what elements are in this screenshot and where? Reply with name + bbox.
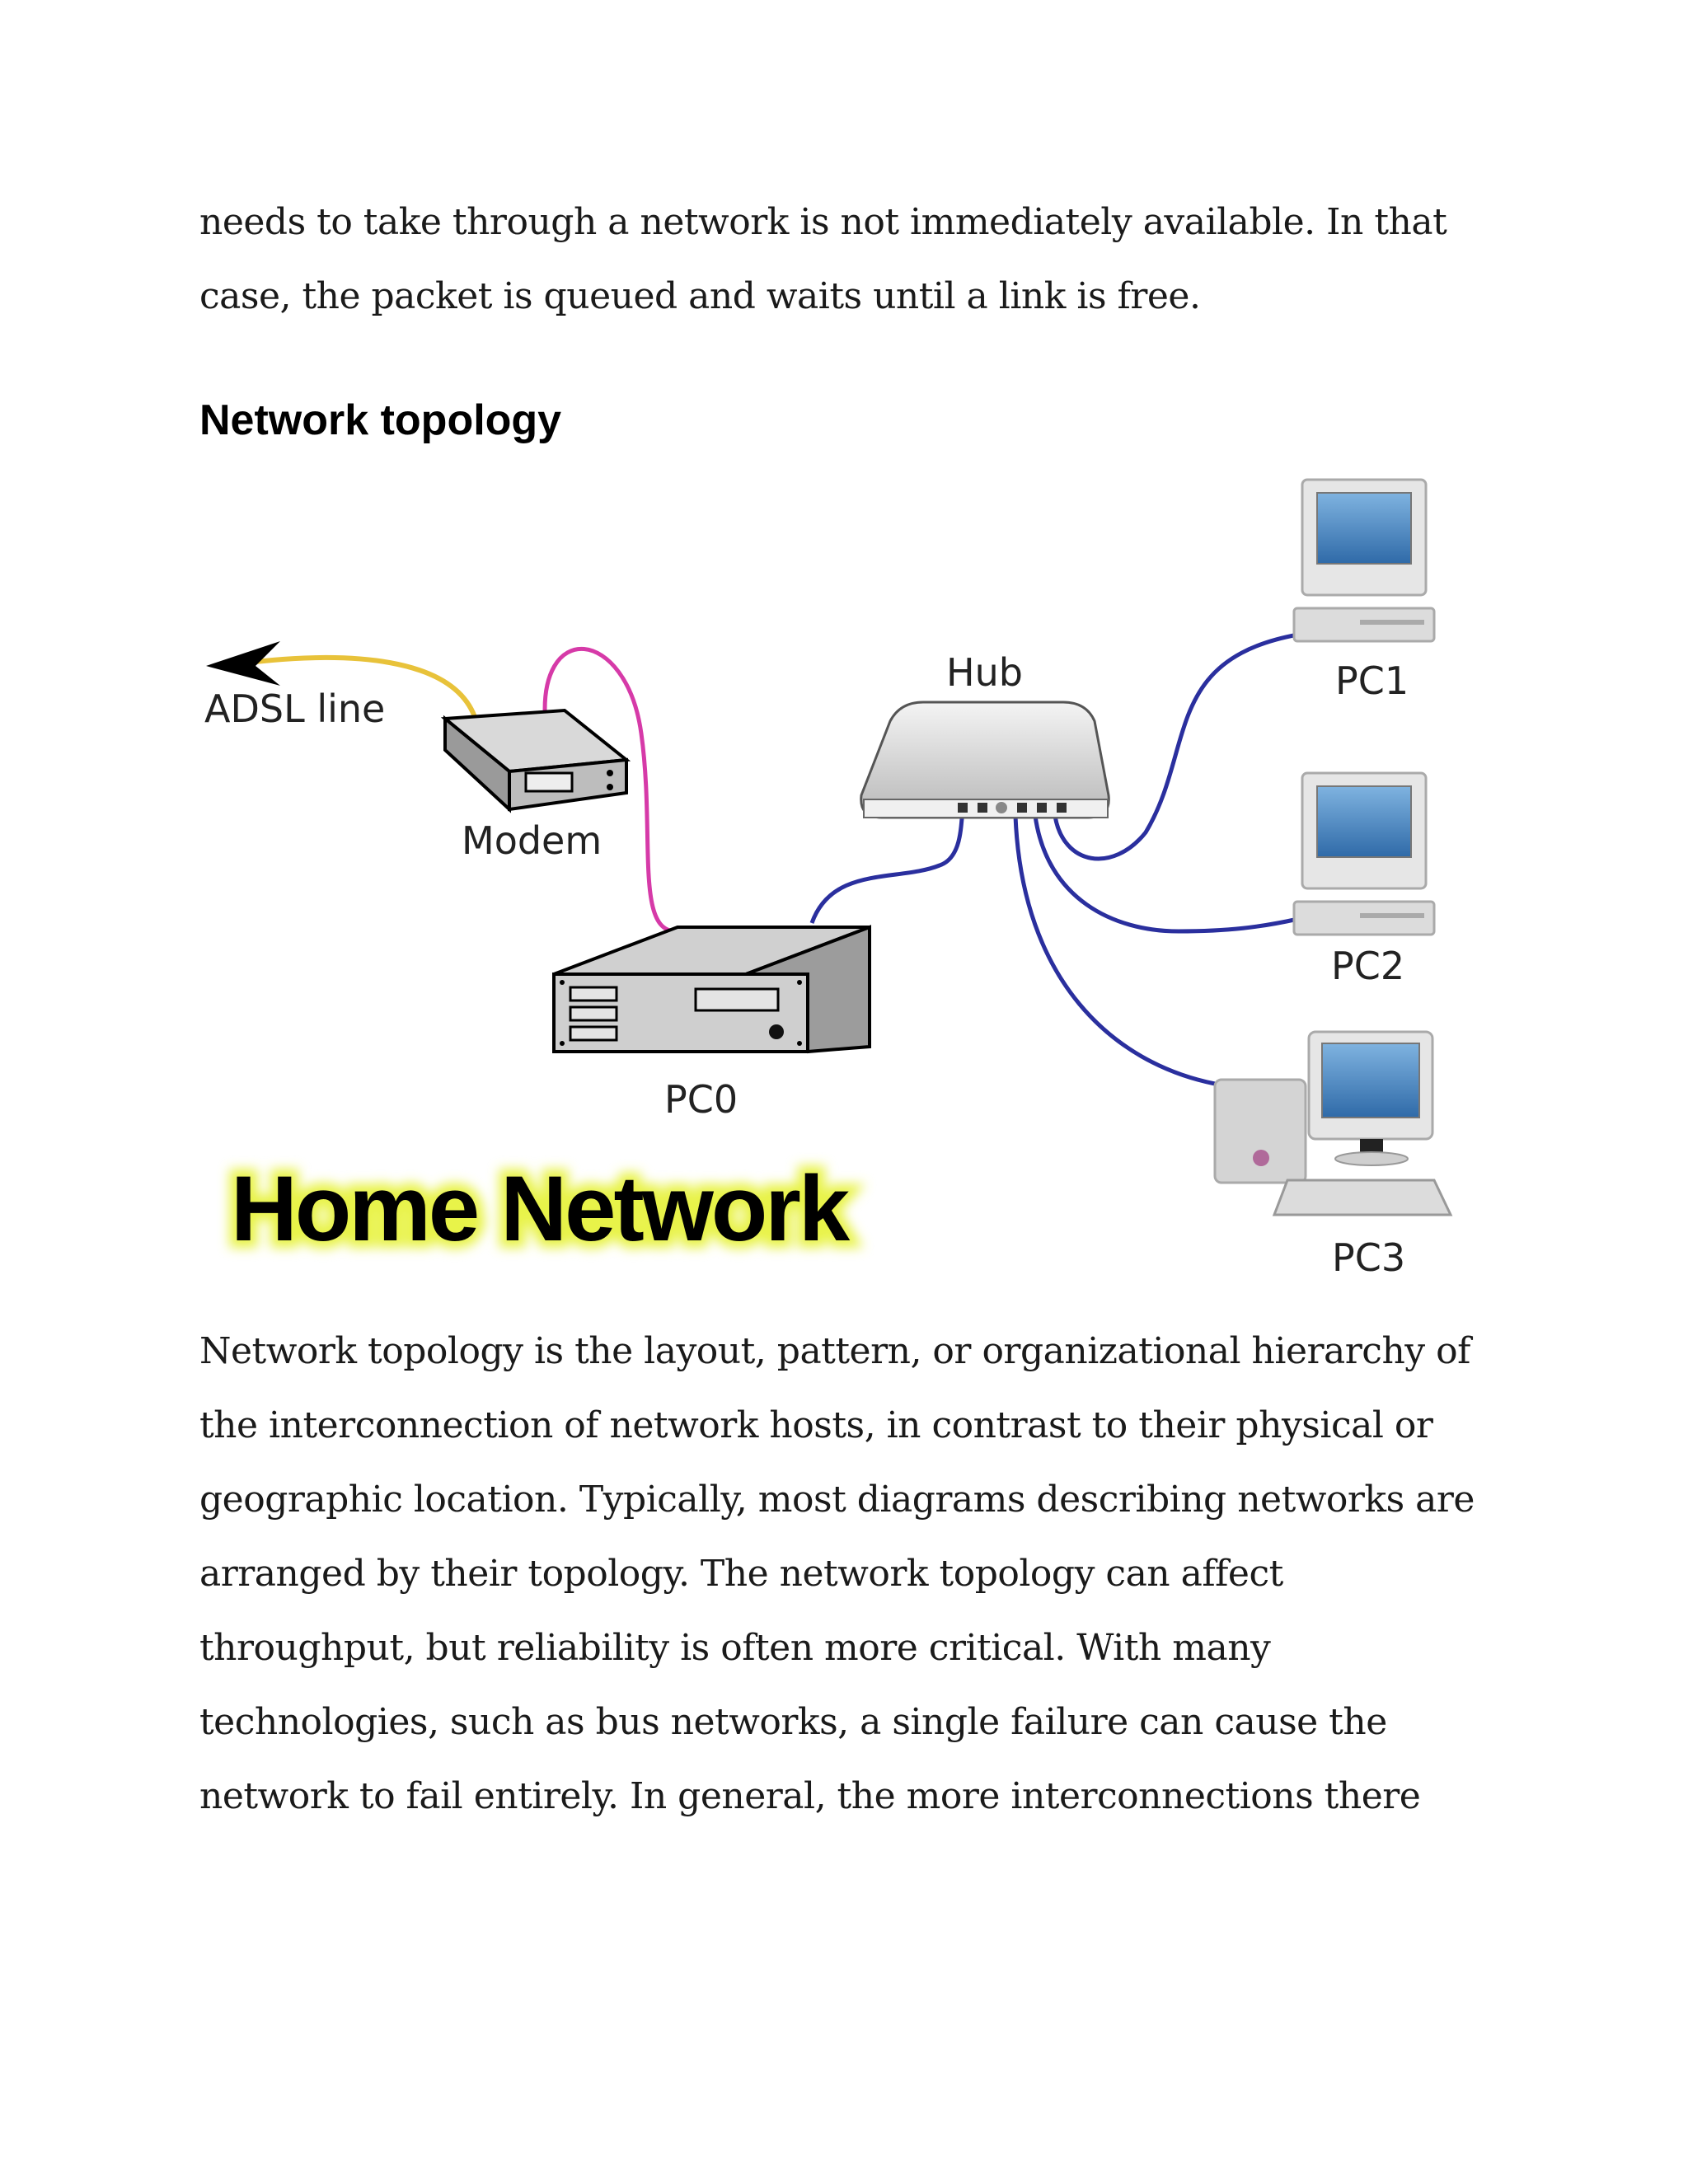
text-line: network to fail entirely. In general, th… [199, 1775, 1421, 1817]
lan-cable-pc2 [1033, 815, 1299, 934]
modem-label: Modem [462, 818, 602, 863]
text-line: technologies, such as bus networks, a si… [199, 1701, 1387, 1743]
hub-label: Hub [946, 650, 1023, 695]
pc2-label: PC2 [1331, 944, 1404, 988]
hub-icon [860, 701, 1110, 819]
home-network-diagram: ADSL line Modem Hub PC0 PC1 PC2 PC3 Home… [204, 478, 1453, 1280]
pc3-label: PC3 [1332, 1235, 1405, 1280]
lan-cable-pc1 [1053, 632, 1299, 861]
body-paragraph: Network topology is the layout, pattern,… [199, 1315, 1485, 1834]
pc0-label: PC0 [664, 1077, 738, 1122]
section-heading: Network topology [199, 396, 562, 444]
home-network-title: Home Network [231, 1157, 851, 1260]
arrow-icon [206, 641, 280, 686]
lan-cable-pc3 [1013, 815, 1216, 1086]
pc3-computer-icon [1213, 1030, 1453, 1216]
text-line: case, the packet is queued and waits unt… [199, 275, 1201, 317]
text-line: arranged by their topology. The network … [199, 1553, 1283, 1595]
pc1-label: PC1 [1335, 658, 1409, 703]
text-line: geographic location. Typically, most dia… [199, 1479, 1475, 1521]
text-line: Network topology is the layout, pattern,… [199, 1330, 1470, 1372]
lan-cable-pc0 [809, 813, 965, 924]
text-line: the interconnection of network hosts, in… [199, 1404, 1433, 1446]
modem-icon [440, 708, 631, 813]
adsl-cable [222, 655, 477, 719]
pc1-computer-icon [1292, 478, 1436, 643]
text-line: throughput, but reliability is often mor… [199, 1627, 1271, 1669]
pc0-server-icon [552, 925, 871, 1054]
intro-paragraph: needs to take through a network is not i… [199, 185, 1485, 334]
home-network-title-glow: Home Network [231, 1157, 851, 1260]
modem-cable [542, 647, 677, 934]
text-line: needs to take through a network is not i… [199, 201, 1447, 243]
pc2-computer-icon [1292, 771, 1436, 936]
adsl-line-label: ADSL line [204, 687, 385, 731]
